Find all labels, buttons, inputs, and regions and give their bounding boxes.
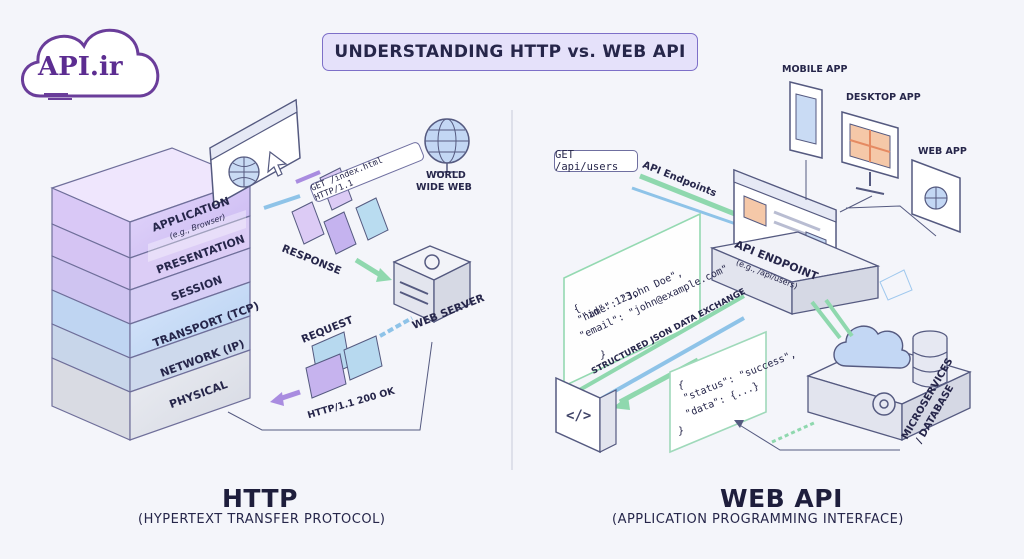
webapi-subheading: (APPLICATION PROGRAMMING INTERFACE) xyxy=(612,512,904,527)
endpoint-service-arrow xyxy=(810,298,854,340)
cloud-service-icon xyxy=(833,325,911,369)
www-label-line1: WORLD xyxy=(426,170,466,181)
get-request-pill: GET /api/users xyxy=(554,149,638,173)
api-endpoint-platform xyxy=(709,231,881,315)
desktop-app-label: DESKTOP APP xyxy=(846,92,921,103)
response-link xyxy=(737,423,900,451)
json-request-line5: } xyxy=(600,350,607,361)
json-exchange-arrow-up xyxy=(575,294,745,394)
webapi-heading: WEB API xyxy=(720,484,843,513)
json-response-line4: } xyxy=(678,426,685,437)
json-exchange-arrow-down xyxy=(591,316,745,406)
api-logo-icon xyxy=(21,28,160,100)
json-response-line1: { xyxy=(678,380,685,391)
http-heading: HTTP xyxy=(222,484,298,513)
request-arrow xyxy=(379,316,413,338)
web-app-label: WEB APP xyxy=(918,146,967,157)
page-title: UNDERSTANDING HTTP vs. WEB API xyxy=(322,33,698,71)
web-server-icon xyxy=(392,245,472,324)
request-arrow-top xyxy=(295,170,321,184)
code-symbol-icon: </> xyxy=(566,408,592,424)
database-icon xyxy=(912,330,948,388)
http-subheading: (HYPERTEXT TRANSFER PROTOCOL) xyxy=(138,512,386,527)
client-links xyxy=(805,160,937,237)
get-request-arrow xyxy=(639,173,741,219)
browser-window-icon xyxy=(209,98,301,208)
gear-icon xyxy=(872,392,896,416)
code-client-window xyxy=(555,376,617,454)
globe-icon xyxy=(424,118,470,173)
response-arrow xyxy=(263,194,301,210)
request-folders-icon xyxy=(305,331,383,399)
mobile-app-label: MOBILE APP xyxy=(782,64,848,75)
desktop-app-icon xyxy=(841,111,899,195)
logo-text: API.ir xyxy=(38,52,123,82)
server-arrow xyxy=(354,257,384,279)
connector-line xyxy=(227,341,433,431)
www-label-line2: WIDE WEB xyxy=(416,182,472,193)
web-app-icon xyxy=(911,158,961,234)
mobile-app-icon xyxy=(789,81,823,159)
